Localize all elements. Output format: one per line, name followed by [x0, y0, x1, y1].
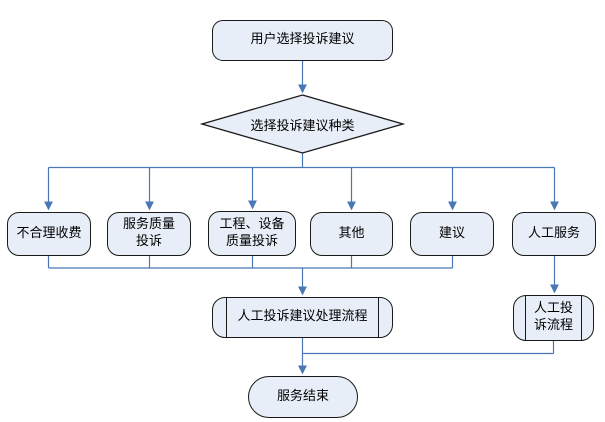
subprocess-bar-right — [378, 298, 379, 337]
node-end: 服务结束 — [248, 376, 358, 418]
node-label: 人工投诉建议处理流程 — [237, 309, 368, 325]
connectors — [44, 61, 559, 375]
node-branch-engineering-quality: 工程、设备 质量投诉 — [208, 211, 296, 256]
subprocess-bar-right — [581, 296, 582, 340]
node-branch-service-quality: 服务质量 投诉 — [107, 212, 191, 256]
node-branch-suggestion: 建议 — [410, 212, 494, 256]
node-start: 用户选择投诉建议 — [212, 20, 393, 61]
node-process-manual-complaint: 人工投 诉流程 — [513, 295, 594, 341]
node-label: 人工投 诉流程 — [533, 301, 573, 333]
node-decision-label: 选择投诉建议种类 — [250, 118, 355, 134]
subprocess-bar-left — [525, 296, 526, 340]
decision-diamond-shape — [199, 94, 406, 154]
node-branch-other: 其他 — [310, 212, 393, 256]
node-process-complaint-handling: 人工投诉建议处理流程 — [212, 297, 393, 338]
node-branch-manual-service: 人工服务 — [512, 212, 596, 256]
subprocess-bar-left — [226, 298, 227, 337]
node-branch-unreasonable-fees: 不合理收费 — [7, 212, 91, 256]
